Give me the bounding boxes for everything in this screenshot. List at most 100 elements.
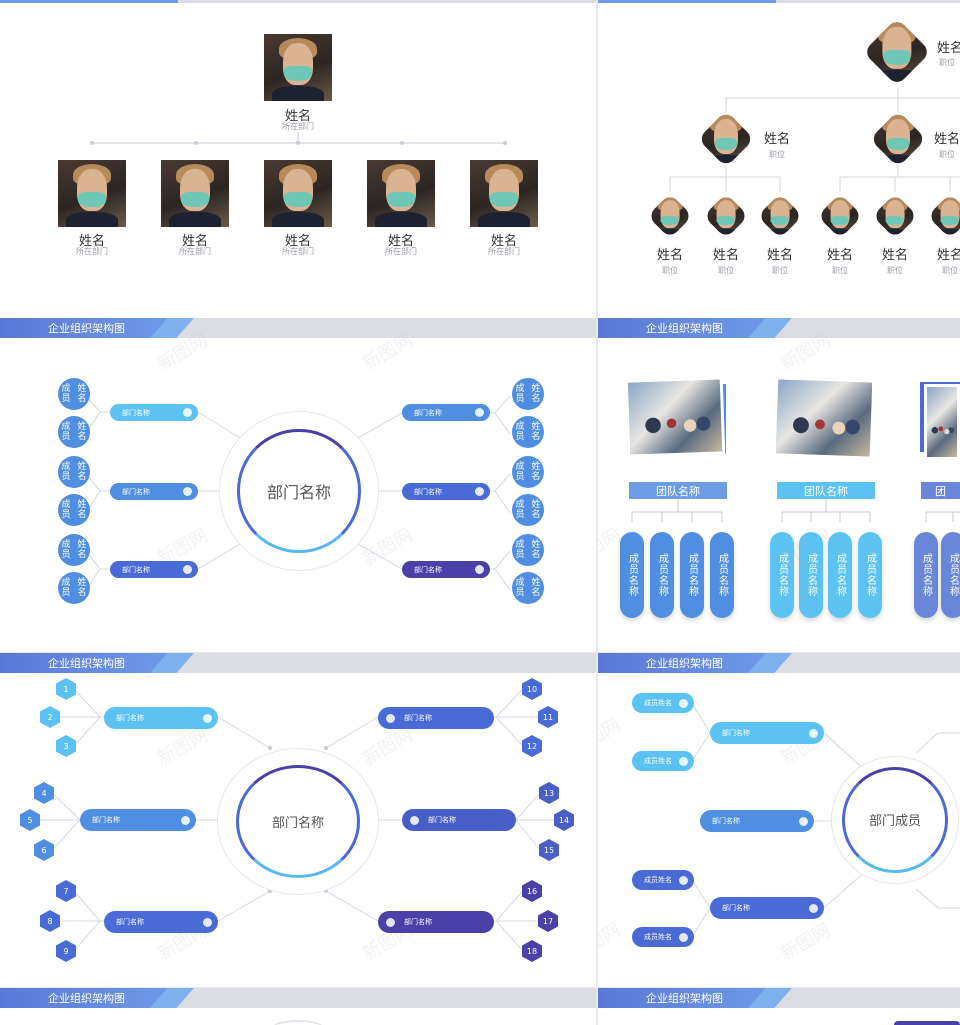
member-name: 姓名 xyxy=(284,234,311,249)
dept-pill[interactable]: 部门名称 xyxy=(110,404,198,421)
dept-pill-label: 部门名称 xyxy=(92,816,120,824)
member-circle-line2: 姓名 xyxy=(531,422,541,442)
slide-8-partial[interactable]: 企业组织架构图 xyxy=(598,988,960,1025)
team-member-pill[interactable]: 成员名称 xyxy=(858,532,882,618)
dept-pill[interactable]: 部门名称 xyxy=(710,897,824,919)
team-name-label[interactable]: 团 xyxy=(921,482,960,499)
slide-6-department-members[interactable]: 企业组织架构图 新图网 新图网 新图网 新图网 部门成员 成员姓名 成员姓名 成… xyxy=(598,653,960,987)
team-member-pill[interactable]: 成员名称 xyxy=(650,532,674,618)
team-member-pill[interactable]: 成员名称 xyxy=(680,532,704,618)
dept-pill[interactable]: 部门名称 xyxy=(104,911,218,933)
team-member-pill[interactable]: 成员名称 xyxy=(941,532,960,618)
member-circle[interactable]: 成员姓名 xyxy=(58,378,90,410)
member-circle[interactable]: 成员姓名 xyxy=(512,572,544,604)
dept-pill-label: 部门名称 xyxy=(116,714,144,722)
number-hexagon[interactable]: 4 xyxy=(34,782,54,804)
dept-pill[interactable]: 部门名称 xyxy=(700,810,814,832)
member-circle-line1: 成员 xyxy=(515,422,525,442)
member-name: 姓名 xyxy=(490,234,517,249)
top-dept: 所在部门 xyxy=(282,122,314,131)
team-member-pill[interactable]: 成员名称 xyxy=(620,532,644,618)
member-circle[interactable]: 成员姓名 xyxy=(58,416,90,448)
dept-pill[interactable]: 部门名称 xyxy=(402,483,490,500)
member-circle[interactable]: 成员姓名 xyxy=(58,494,90,526)
team-name-label[interactable]: 团队名称 xyxy=(629,482,727,499)
dept-pill[interactable]: 部门名称 xyxy=(110,561,198,578)
number-hexagon[interactable]: 3 xyxy=(56,735,76,757)
member-circle[interactable]: 成员姓名 xyxy=(58,572,90,604)
dept-pill-label: 部门名称 xyxy=(414,408,442,417)
slide-4-teams[interactable]: 企业组织架构图 新图网 新图网 新图网 团队名称 团队名称 团 成员名称 成员名… xyxy=(598,318,960,652)
member-pill-label: 成员姓名 xyxy=(644,757,672,765)
member-circle-line1: 成员 xyxy=(515,578,525,598)
member-circle[interactable]: 成员姓名 xyxy=(58,534,90,566)
number-hexagon[interactable]: 17 xyxy=(538,910,558,932)
team-member-pill[interactable]: 成员名称 xyxy=(828,532,852,618)
member-circle-line2: 姓名 xyxy=(531,462,541,482)
dept-pill[interactable]: 部门名称 xyxy=(402,809,516,831)
number-hexagon[interactable]: 1 xyxy=(56,678,76,700)
team-member-pill[interactable]: 成员名称 xyxy=(770,532,794,618)
member-pill[interactable]: 成员姓名 xyxy=(632,870,694,890)
member-pill[interactable]: 成员姓名 xyxy=(632,751,694,771)
slide-header: 企业组织架构图 xyxy=(0,653,596,673)
dept-pill-label: 部门名称 xyxy=(122,408,150,417)
top-avatar-photo xyxy=(264,34,332,101)
top-name: 姓名 xyxy=(284,109,311,124)
number-hexagon[interactable]: 8 xyxy=(40,910,60,932)
member-circle[interactable]: 成员姓名 xyxy=(512,494,544,526)
dept-pill[interactable]: 部门名称 xyxy=(104,707,218,729)
member-pill[interactable]: 成员姓名 xyxy=(632,927,694,947)
dept-pill[interactable]: 部门名称 xyxy=(80,809,196,831)
member-circle-line2: 姓名 xyxy=(531,540,541,560)
member-dept: 所在部门 xyxy=(488,247,520,256)
number-hexagon[interactable]: 15 xyxy=(539,839,559,861)
number-hexagon[interactable]: 9 xyxy=(56,940,76,962)
dept-pill[interactable]: 部门名称 xyxy=(378,911,494,933)
dept-pill[interactable]: 部门名称 xyxy=(378,707,494,729)
number-hexagon[interactable]: 13 xyxy=(539,782,559,804)
slide-1-photo-org-chart[interactable]: 姓名 所在部门 姓名 所在部门 姓名 所在部门 姓名 所在部门 姓名 所在部门 … xyxy=(0,0,596,318)
member-circle-line1: 成员 xyxy=(515,500,525,520)
dept-pill-label: 部门名称 xyxy=(404,714,432,722)
number-hexagon[interactable]: 2 xyxy=(40,706,60,728)
dept-pill[interactable]: 部门名称 xyxy=(402,561,490,578)
dept-pill[interactable]: 部门名称 xyxy=(710,722,824,744)
member-circle[interactable]: 成员姓名 xyxy=(58,456,90,488)
number-hexagon[interactable]: 16 xyxy=(522,880,542,902)
member-circle-line2: 姓名 xyxy=(77,462,87,482)
number-hexagon[interactable]: 6 xyxy=(34,839,54,861)
dept-pill-label: 部门名称 xyxy=(414,565,442,574)
slide-header: 企业组织架构图 xyxy=(598,653,960,673)
team-member-pill[interactable]: 成员名称 xyxy=(799,532,823,618)
member-circle[interactable]: 成员姓名 xyxy=(512,416,544,448)
dept-pill[interactable]: 部门名称 xyxy=(402,404,490,421)
number-hexagon[interactable]: 11 xyxy=(538,706,558,728)
team-member-pill[interactable]: 成员名称 xyxy=(914,532,938,618)
number-hexagon[interactable]: 5 xyxy=(20,809,40,831)
mid-name: 姓名 xyxy=(763,132,790,147)
slide-3-connector-lines xyxy=(85,395,511,591)
bottom-role: 职位 xyxy=(718,266,734,275)
header-title: 企业组织架构图 xyxy=(48,322,125,335)
team-name-label[interactable]: 团队名称 xyxy=(777,482,875,499)
slide-7-partial[interactable]: 企业组织架构图 xyxy=(0,988,596,1025)
slide-5-numbered-departments[interactable]: 企业组织架构图 新图网 新图网 新图网 新图网 部门名称 部门名称 部门名称 部… xyxy=(0,653,596,987)
number-hexagon[interactable]: 18 xyxy=(522,940,542,962)
mid-role: 职位 xyxy=(939,150,955,159)
member-circle[interactable]: 成员姓名 xyxy=(512,456,544,488)
member-circle[interactable]: 成员姓名 xyxy=(512,378,544,410)
slide-3-department-members[interactable]: 企业组织架构图 新图网 新图网 新图网 新图网 部门名称 部门名称 部门名称 部… xyxy=(0,318,596,652)
slide-2-diamond-org-chart[interactable]: 姓名 职位 姓名 职位 姓名 职位 姓名 职位 姓名 职位 姓名 职位 姓名 职… xyxy=(598,0,960,318)
bottom-role: 职位 xyxy=(772,266,788,275)
member-circle[interactable]: 成员姓名 xyxy=(512,534,544,566)
member-circle-line2: 姓名 xyxy=(77,540,87,560)
number-hexagon[interactable]: 14 xyxy=(554,809,574,831)
member-pill[interactable]: 成员姓名 xyxy=(632,693,694,713)
number-hexagon[interactable]: 12 xyxy=(522,735,542,757)
dept-pill[interactable]: 部门名称 xyxy=(110,483,198,500)
member-circle-line1: 成员 xyxy=(515,540,525,560)
team-member-pill[interactable]: 成员名称 xyxy=(710,532,734,618)
number-hexagon[interactable]: 10 xyxy=(522,678,542,700)
number-hexagon[interactable]: 7 xyxy=(56,880,76,902)
